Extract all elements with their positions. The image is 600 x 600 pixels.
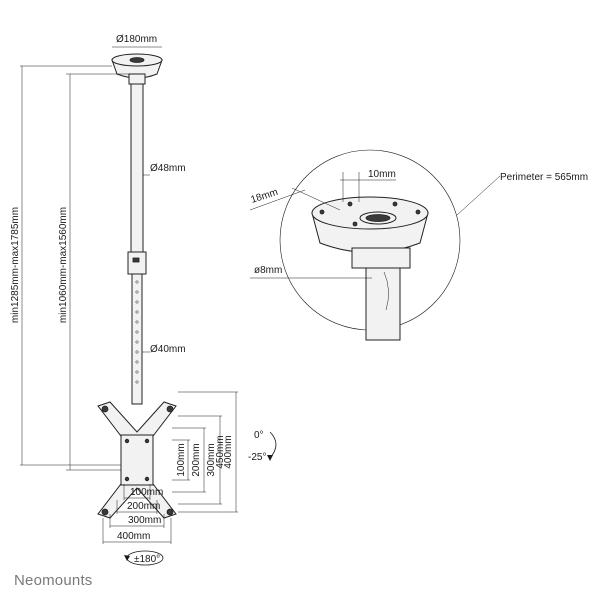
plate-diameter-label: Ø180mm — [116, 34, 157, 45]
vesa-vertical-dimlines — [172, 391, 238, 513]
vesa-vertical-100-label: 100mm — [176, 443, 187, 476]
brand-logo: Neomounts — [14, 572, 93, 589]
slot-width-label: 10mm — [368, 169, 396, 180]
vesa-horizontal-200-label: 200mm — [127, 501, 160, 512]
rotation-arc-icon — [124, 550, 164, 566]
detail-view — [279, 149, 461, 341]
collar-knob — [132, 257, 140, 263]
slot-length-dimline — [249, 189, 306, 211]
lower-tube — [131, 273, 143, 405]
hole-diameter-label: ø8mm — [254, 265, 282, 276]
perimeter-leader — [456, 175, 501, 216]
tilt-arc-icon — [267, 431, 277, 461]
upper-tube-diameter-label: Ø48mm — [150, 163, 186, 174]
vesa-bracket — [97, 401, 177, 519]
vesa-vertical-400-label: 400mm — [223, 435, 234, 468]
vesa-horizontal-400-label: 400mm — [117, 531, 150, 542]
vesa-horizontal-100-label: 100mm — [130, 487, 163, 498]
vesa-horizontal-300-label: 300mm — [128, 515, 161, 526]
ceiling-plate — [111, 53, 163, 85]
tilt-down-label: -25° — [248, 452, 266, 463]
vesa-vertical-450-visible: 450mm — [215, 435, 226, 468]
height-adjust-collar — [127, 251, 147, 275]
pole-height-label: min1060mm-max1560mm — [58, 207, 69, 323]
vesa-horizontal-dimlines — [102, 484, 172, 544]
lower-tube-diameter-label: Ø40mm — [150, 344, 186, 355]
vesa-vertical-300-label: 300mm — [206, 443, 217, 476]
upper-tube — [130, 83, 144, 253]
lower-tube-holes — [135, 280, 139, 384]
height-dimension-lines — [20, 65, 130, 471]
perimeter-label: Perimeter = 565mm — [500, 172, 588, 183]
rotation-label: ±180° — [134, 554, 160, 565]
vesa-vertical-200-label: 200mm — [191, 443, 202, 476]
total-height-label: min1285mm-max1785mm — [10, 207, 21, 323]
slot-length-label: 18mm — [250, 187, 280, 206]
tilt-up-label: 0° — [254, 430, 264, 441]
